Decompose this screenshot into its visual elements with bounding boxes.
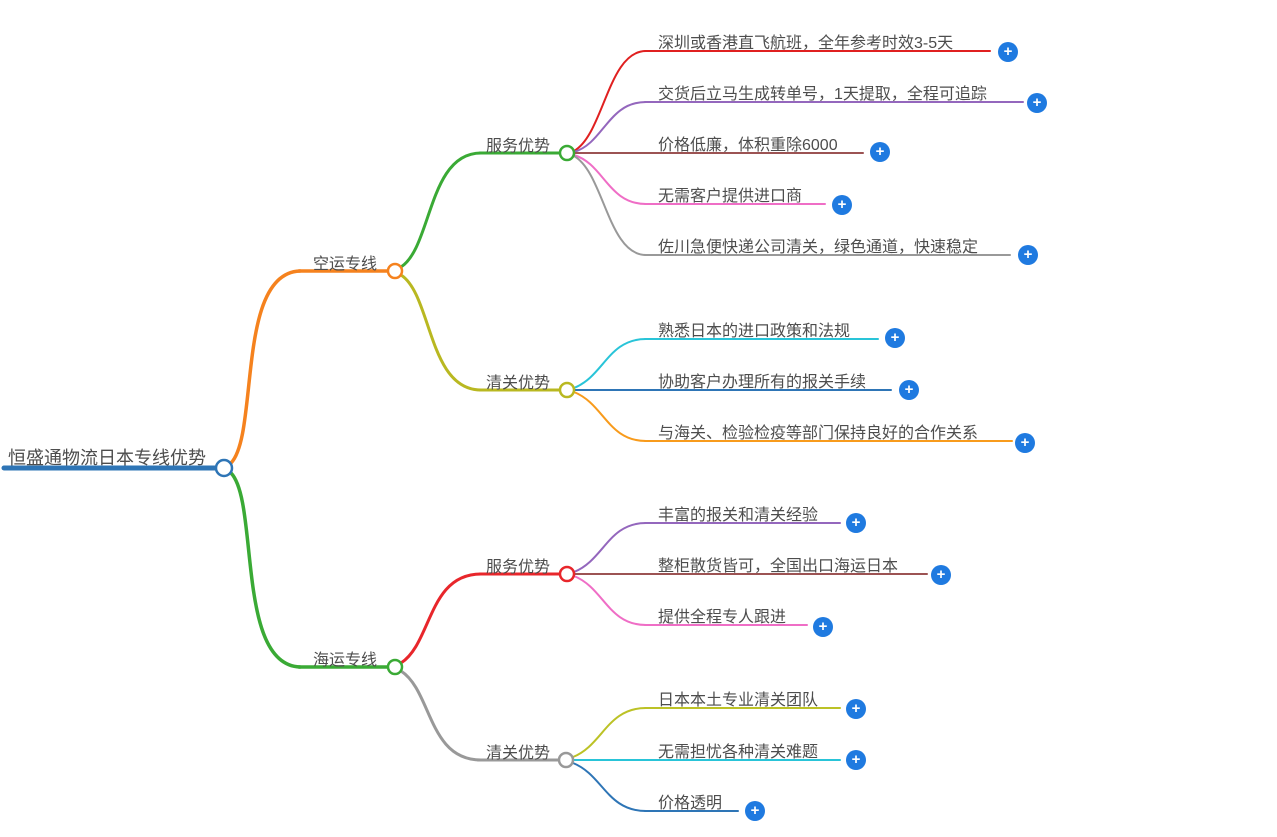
leaf-air-service-4[interactable]: 佐川急便快递公司清关，绿色通道，快速稳定 [658, 239, 979, 256]
add-child-button[interactable]: + [846, 513, 866, 533]
node-underlines [1, 151, 562, 762]
plus-icon: + [1003, 43, 1013, 60]
leaf-sea-service-1[interactable]: 整柜散货皆可，全国出口海运日本 [658, 558, 899, 575]
leaf-sea-customs-0[interactable]: 日本本土专业清关团队 [658, 692, 819, 709]
add-child-button[interactable]: + [931, 565, 951, 585]
air-service-toggle[interactable] [558, 144, 576, 162]
add-child-button[interactable]: + [846, 750, 866, 770]
leaf-air-service-2[interactable]: 价格低廉，体积重除6000 [658, 137, 838, 154]
node-sea-customs[interactable]: 清关优势 [486, 745, 551, 762]
plus-icon: + [1020, 434, 1030, 451]
plus-icon: + [936, 566, 946, 583]
node-sea-line[interactable]: 海运专线 [313, 652, 378, 669]
leaf-underlines [644, 50, 1024, 812]
plus-icon: + [904, 381, 914, 398]
leaf-sea-customs-2[interactable]: 价格透明 [658, 795, 723, 812]
add-child-button[interactable]: + [899, 380, 919, 400]
add-child-button[interactable]: + [1015, 433, 1035, 453]
sea-customs-toggle[interactable] [557, 751, 575, 769]
air-customs-toggle[interactable] [558, 381, 576, 399]
add-child-button[interactable]: + [832, 195, 852, 215]
plus-icon: + [1023, 246, 1033, 263]
leaf-air-service-3[interactable]: 无需客户提供进口商 [658, 188, 803, 205]
add-child-button[interactable]: + [1027, 93, 1047, 113]
node-sea-service[interactable]: 服务优势 [486, 559, 551, 576]
plus-icon: + [851, 700, 861, 717]
add-child-button[interactable]: + [745, 801, 765, 821]
add-child-button[interactable]: + [846, 699, 866, 719]
leaf-connectors [572, 50, 647, 812]
add-child-button[interactable]: + [885, 328, 905, 348]
add-child-button[interactable]: + [870, 142, 890, 162]
leaf-sea-service-0[interactable]: 丰富的报关和清关经验 [658, 507, 819, 524]
branch-connectors [229, 151, 483, 762]
plus-icon: + [851, 514, 861, 531]
plus-icon: + [818, 618, 828, 635]
node-root[interactable]: 恒盛通物流日本专线优势 [8, 448, 206, 468]
add-child-button[interactable]: + [1018, 245, 1038, 265]
leaf-air-customs-1[interactable]: 协助客户办理所有的报关手续 [658, 374, 867, 391]
sea-line-toggle[interactable] [386, 658, 404, 676]
node-air-service[interactable]: 服务优势 [486, 138, 551, 155]
node-toggles [214, 144, 576, 769]
leaf-air-service-1[interactable]: 交货后立马生成转单号，1天提取，全程可追踪 [658, 86, 987, 103]
node-air-customs[interactable]: 清关优势 [486, 375, 551, 392]
root-node-toggle[interactable] [214, 458, 234, 478]
plus-icon: + [851, 751, 861, 768]
leaf-air-customs-0[interactable]: 熟悉日本的进口政策和法规 [658, 323, 851, 340]
sea-service-toggle[interactable] [558, 565, 576, 583]
plus-icon: + [890, 329, 900, 346]
leaf-air-service-0[interactable]: 深圳或香港直飞航班，全年参考时效3-5天 [658, 35, 954, 52]
leaf-sea-service-2[interactable]: 提供全程专人跟进 [658, 609, 787, 626]
air-line-toggle[interactable] [386, 262, 404, 280]
leaf-sea-customs-1[interactable]: 无需担忧各种清关难题 [658, 744, 819, 761]
plus-icon: + [875, 143, 885, 160]
add-child-button[interactable]: + [813, 617, 833, 637]
node-air-line[interactable]: 空运专线 [313, 256, 378, 273]
plus-icon: + [750, 802, 760, 819]
add-child-button[interactable]: + [998, 42, 1018, 62]
plus-icon: + [1032, 94, 1042, 111]
leaf-air-customs-2[interactable]: 与海关、检验检疫等部门保持良好的合作关系 [658, 425, 979, 442]
plus-icon: + [837, 196, 847, 213]
